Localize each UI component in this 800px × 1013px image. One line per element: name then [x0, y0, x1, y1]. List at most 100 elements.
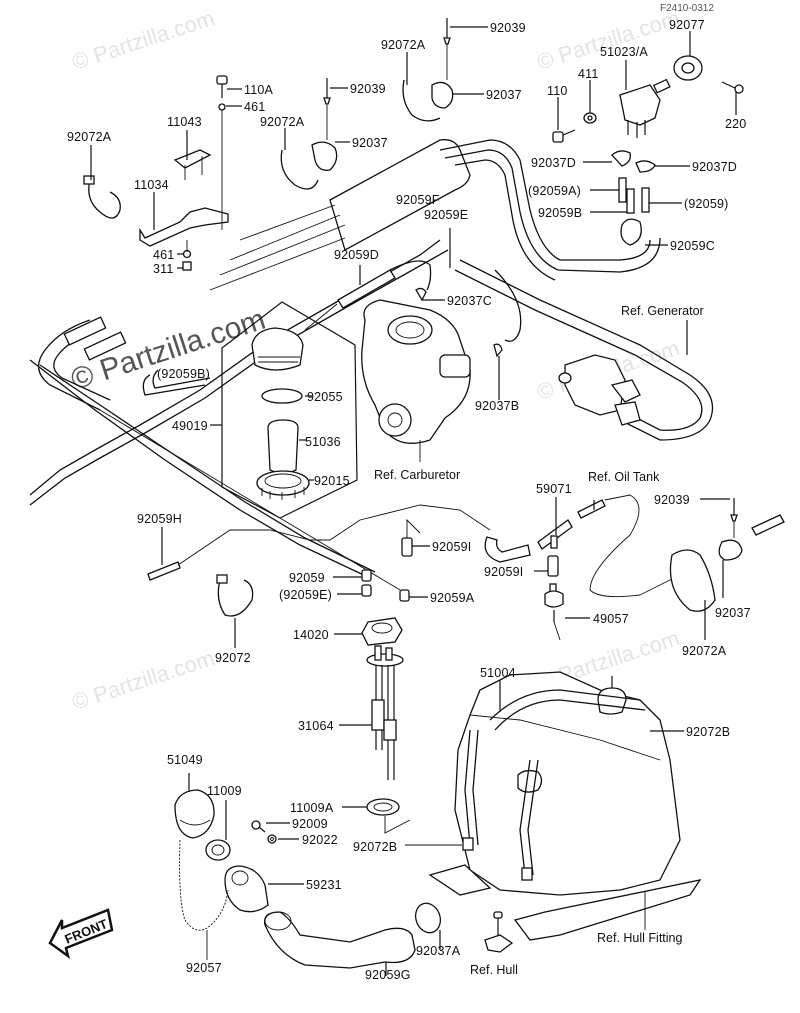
- label-92059D[interactable]: 92059D: [334, 248, 379, 262]
- label-92059E[interactable]: (92059E): [279, 588, 332, 602]
- label-92037[interactable]: 92037: [715, 606, 751, 620]
- label-59071[interactable]: 59071: [536, 482, 572, 496]
- label-461[interactable]: 461: [244, 100, 265, 114]
- label-461[interactable]: 461: [153, 248, 174, 262]
- label-11043[interactable]: 11043: [167, 115, 202, 129]
- oil-tank-line: [589, 494, 691, 598]
- part-clips-92037D: [611, 150, 656, 173]
- label-92072A[interactable]: 92072A: [260, 115, 305, 129]
- part-cap-51049: [174, 789, 215, 839]
- label-51036[interactable]: 51036: [305, 435, 341, 449]
- part-bolt-110: [552, 129, 576, 143]
- label-92037[interactable]: 92037: [352, 136, 388, 150]
- label-92059[interactable]: (92059): [684, 197, 729, 211]
- part-clamp-92037A: [414, 902, 442, 934]
- label-11009[interactable]: 11009: [207, 784, 242, 798]
- label-51004[interactable]: 51004: [480, 666, 516, 680]
- label-92037[interactable]: 92037: [486, 88, 522, 102]
- label-11009A[interactable]: 11009A: [290, 801, 334, 815]
- label-92015[interactable]: 92015: [314, 474, 350, 488]
- ref-hull-fitting[interactable]: Ref. Hull Fitting: [597, 931, 682, 945]
- label-92072A[interactable]: 92072A: [67, 130, 112, 144]
- label-49019[interactable]: 49019: [172, 419, 208, 433]
- label-92037C[interactable]: 92037C: [447, 294, 492, 308]
- label-92059I[interactable]: 92059I: [432, 540, 471, 554]
- part-filler-neck-59231: [224, 865, 269, 913]
- part-hose-bent: [484, 536, 531, 563]
- part-chain-92057: [179, 839, 229, 960]
- label-92059I[interactable]: 92059I: [484, 565, 523, 579]
- figure-code: F2410-0312: [660, 3, 714, 14]
- label-92039[interactable]: 92039: [350, 82, 386, 96]
- part-washer-411: [583, 112, 597, 124]
- label-92072B[interactable]: 92072B: [686, 725, 730, 739]
- label-92072[interactable]: 92072: [215, 651, 251, 665]
- part-clamp-92072A-mid: [280, 141, 338, 190]
- part-clamp-92072A-left: [83, 175, 121, 219]
- label-51023A[interactable]: 51023/A: [600, 45, 648, 59]
- part-hose-92059E: [494, 269, 522, 342]
- label-92059G[interactable]: 92059G: [365, 968, 411, 982]
- label-92039[interactable]: 92039: [654, 493, 690, 507]
- label-92072A[interactable]: 92072A: [381, 38, 426, 52]
- part-bracket-11034: [139, 207, 229, 247]
- part-fuel-pickup-31064: [366, 645, 404, 780]
- leader-lines: [90, 26, 737, 976]
- part-nuts-461-311: [182, 240, 192, 271]
- label-92057[interactable]: 92057: [186, 961, 222, 975]
- label-59231[interactable]: 59231: [306, 878, 342, 892]
- label-92059B[interactable]: 92059B: [538, 206, 582, 220]
- label-92059A[interactable]: (92059A): [528, 184, 581, 198]
- label-92077[interactable]: 92077: [669, 18, 705, 32]
- label-92059H[interactable]: 92059H: [137, 512, 182, 526]
- part-screw-220: [721, 81, 744, 94]
- label-110[interactable]: 110: [547, 84, 568, 98]
- label-92022[interactable]: 92022: [302, 833, 338, 847]
- ref-oil-tank[interactable]: Ref. Oil Tank: [588, 470, 660, 484]
- label-411[interactable]: 411: [578, 67, 599, 81]
- label-92059F[interactable]: 92059F: [396, 193, 440, 207]
- label-92037D[interactable]: 92037D: [531, 156, 576, 170]
- part-clamp-92072A-right: [669, 549, 716, 612]
- label-92037B[interactable]: 92037B: [475, 399, 519, 413]
- ref-hull[interactable]: Ref. Hull: [470, 963, 518, 977]
- label-92059[interactable]: 92059: [289, 571, 325, 585]
- label-92037A[interactable]: 92037A: [416, 944, 461, 958]
- label-92055[interactable]: 92055: [307, 390, 343, 404]
- label-14020[interactable]: 14020: [293, 628, 329, 642]
- part-hose-short: [577, 499, 606, 519]
- part-nut-14020: [361, 617, 403, 646]
- label-92059E[interactable]: 92059E: [424, 208, 468, 222]
- part-hose-92059I-b: [547, 555, 559, 577]
- label-92059A[interactable]: 92059A: [430, 591, 475, 605]
- label-92037D[interactable]: 92037D: [692, 160, 737, 174]
- part-clip-92037B: [493, 343, 503, 358]
- part-hose-stubs-92059: [618, 177, 650, 214]
- label-92009[interactable]: 92009: [292, 817, 328, 831]
- hull-reference: [484, 911, 514, 953]
- part-gasket-11009: [205, 839, 231, 861]
- label-311[interactable]: 311: [153, 262, 174, 276]
- label-92059C[interactable]: 92059C: [670, 239, 715, 253]
- part-hose-92059D: [304, 260, 432, 331]
- label-92072B[interactable]: 92072B: [353, 840, 397, 854]
- generator-reference: [558, 354, 641, 426]
- label-11034[interactable]: 11034: [134, 178, 169, 192]
- label-31064[interactable]: 31064: [298, 719, 334, 733]
- ref-generator[interactable]: Ref. Generator: [621, 304, 704, 318]
- label-92072A[interactable]: 92072A: [682, 644, 727, 658]
- part-nut-92022: [267, 834, 277, 844]
- watermark: © Partzilla.com: [69, 645, 218, 715]
- part-clamp-92072: [216, 574, 254, 617]
- ref-carburetor[interactable]: Ref. Carburetor: [374, 468, 460, 482]
- label-51049[interactable]: 51049: [167, 753, 203, 767]
- part-clamp-92072A-top: [402, 79, 454, 122]
- label-92059B[interactable]: (92059B): [157, 367, 210, 381]
- label-92039[interactable]: 92039: [490, 21, 526, 35]
- part-hose-92059B: [142, 369, 211, 396]
- label-220[interactable]: 220: [725, 117, 746, 131]
- label-110A[interactable]: 110A: [244, 83, 274, 97]
- part-screw-92009: [251, 820, 266, 833]
- label-49057[interactable]: 49057: [593, 612, 629, 626]
